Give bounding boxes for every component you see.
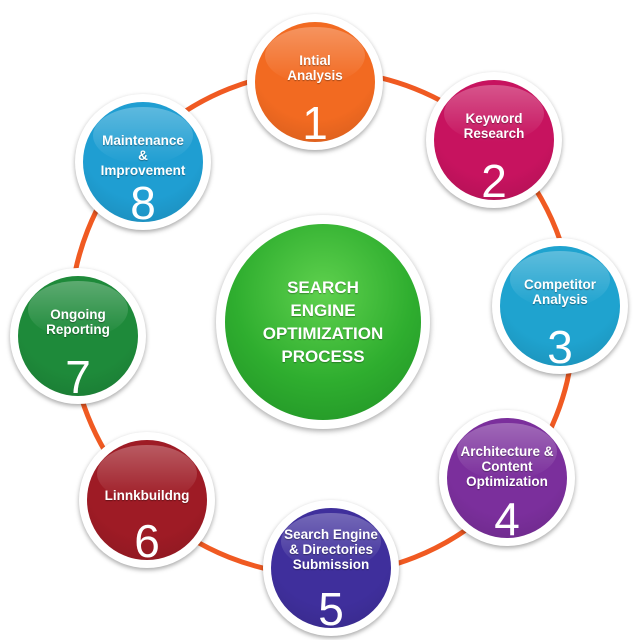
step-node-4: Architecture & Content Optimization 4 [439,410,575,546]
center-disc: SEARCH ENGINE OPTIMIZATION PROCESS [225,224,421,420]
step-disc-1: Intial Analysis 1 [255,22,375,142]
step-node-7: Ongoing Reporting 7 [10,268,146,404]
step-number-2: 2 [481,155,507,200]
step-disc-7: Ongoing Reporting 7 [18,276,138,396]
step-disc-2: Keyword Research 2 [434,80,554,200]
step-number-3: 3 [547,321,573,366]
step-number-4: 4 [494,493,520,538]
step-label-4: Architecture & Content Optimization [460,444,554,490]
step-number-7: 7 [65,351,91,396]
step-label-1: Intial Analysis [287,53,343,84]
step-label-2: Keyword Research [463,111,525,142]
step-number-6: 6 [134,515,160,560]
step-disc-8: Maintenance & Improvement 8 [83,102,203,222]
center-node: SEARCH ENGINE OPTIMIZATION PROCESS [216,215,430,429]
step-number-1: 1 [302,97,328,142]
step-node-1: Intial Analysis 1 [247,14,383,150]
step-disc-3: Competitor Analysis 3 [500,246,620,366]
step-label-5: Search Engine & Directories Submission [284,527,378,573]
step-label-7: Ongoing Reporting [46,307,110,338]
step-label-6: Linnkbuildng [104,488,190,503]
step-label-3: Competitor Analysis [524,277,596,308]
step-disc-5: Search Engine & Directories Submission 5 [271,508,391,628]
step-label-8: Maintenance & Improvement [100,133,186,179]
step-node-8: Maintenance & Improvement 8 [75,94,211,230]
center-title: SEARCH ENGINE OPTIMIZATION PROCESS [262,278,384,366]
step-number-5: 5 [318,583,344,628]
step-node-2: Keyword Research 2 [426,72,562,208]
step-number-8: 8 [130,177,156,222]
step-disc-4: Architecture & Content Optimization 4 [447,418,567,538]
step-node-5: Search Engine & Directories Submission 5 [263,500,399,636]
step-node-3: Competitor Analysis 3 [492,238,628,374]
step-node-6: Linnkbuildng 6 [79,432,215,568]
step-disc-6: Linnkbuildng 6 [87,440,207,560]
